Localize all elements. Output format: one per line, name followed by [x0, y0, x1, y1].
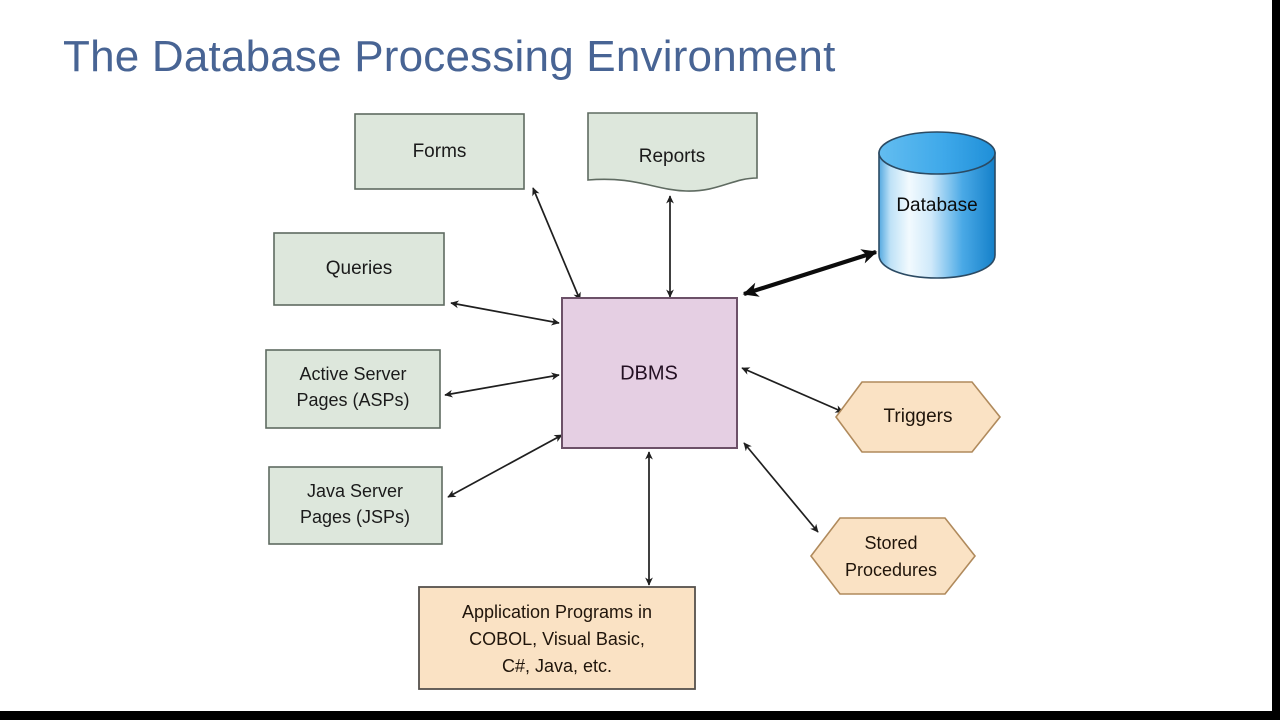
queries-shape: [273, 232, 445, 306]
node-application-programs[interactable]: Application Programs in COBOL, Visual Ba…: [418, 586, 696, 690]
database-cylinder-body: [878, 152, 996, 279]
stored-procedures-label-line1: Stored: [864, 533, 917, 553]
forms-label: Forms: [413, 141, 467, 162]
reports-label: Reports: [639, 146, 706, 167]
stored-procedures-shape: [809, 517, 977, 595]
application-programs-line3: C#, Java, etc.: [502, 656, 612, 676]
forms-shape: [354, 113, 525, 190]
jsp-shape: [268, 466, 443, 545]
jsp-label-line1: Java Server: [307, 481, 403, 501]
queries-label: Queries: [326, 258, 393, 279]
database-cylinder-top: [878, 131, 996, 175]
jsp-label-line2: Pages (JSPs): [300, 507, 410, 527]
dbms-label: DBMS: [620, 362, 678, 384]
node-stored-procedures[interactable]: Stored Procedures: [809, 517, 977, 595]
edge-dbms-stored: [743, 442, 819, 533]
edge-dbms-triggers: [741, 367, 844, 413]
asp-label-line2: Pages (ASPs): [296, 390, 409, 410]
node-queries[interactable]: Queries: [273, 232, 445, 306]
reports-shape: [587, 112, 758, 192]
asp-shape: [265, 349, 441, 429]
node-forms[interactable]: Forms: [354, 113, 525, 190]
triggers-shape: [835, 381, 1002, 453]
application-programs-line2: COBOL, Visual Basic,: [469, 629, 645, 649]
dbms-shape: [561, 297, 738, 449]
node-java-server-pages[interactable]: Java Server Pages (JSPs): [268, 466, 443, 545]
application-programs-line1: Application Programs in: [462, 602, 652, 622]
connector-layer: [444, 187, 878, 586]
database-label: Database: [896, 195, 977, 216]
asp-label-line1: Active Server: [299, 364, 406, 384]
edge-dbms-forms: [532, 187, 581, 301]
node-reports[interactable]: Reports: [587, 112, 758, 192]
edge-dbms-jsp: [447, 434, 563, 498]
node-triggers[interactable]: Triggers: [835, 381, 1002, 453]
stored-procedures-label-line2: Procedures: [845, 560, 937, 580]
node-database[interactable]: Database: [878, 131, 996, 279]
edge-dbms-queries: [450, 300, 560, 326]
edge-dbms-database: [742, 249, 878, 297]
edge-dbms-asp: [444, 372, 560, 398]
application-programs-shape: [418, 586, 696, 690]
node-dbms[interactable]: DBMS: [561, 297, 738, 449]
node-active-server-pages[interactable]: Active Server Pages (ASPs): [265, 349, 441, 429]
page-title: The Database Processing Environment: [63, 32, 836, 81]
triggers-label: Triggers: [884, 406, 953, 427]
